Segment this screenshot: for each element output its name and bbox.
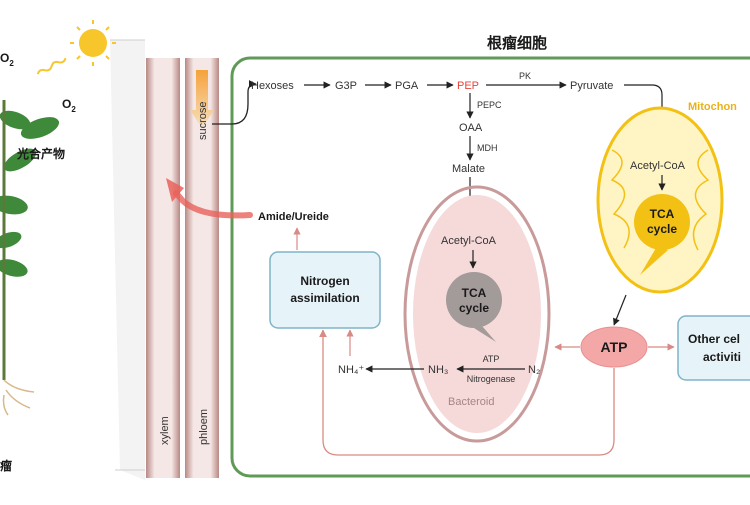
other-line1: Other cel [688, 332, 740, 346]
plant-panel: O2 O2 光合产物 瘤 [0, 20, 145, 480]
root-icon [2, 379, 35, 416]
sun-icon [70, 20, 116, 66]
mito-tca-line1: TCA [650, 207, 675, 221]
export-arrow-head [166, 178, 184, 202]
xylem-label: xylem [159, 416, 171, 445]
other-line2: activiti [703, 350, 741, 364]
xylem-vessel [146, 58, 180, 478]
nitrogen-assimilation-box: Nitrogen assimilation [269, 251, 381, 329]
phloem-label: phloem [198, 409, 210, 445]
nitrogenase-label: Nitrogenase [467, 374, 516, 384]
malate-label: Malate [452, 163, 485, 175]
page-title: 根瘤细胞 [487, 34, 547, 52]
root-nodule-label: 瘤 [0, 458, 12, 473]
pep-label: PEP [457, 80, 479, 92]
bacteroid-nh3-label: NH₃ [428, 364, 448, 376]
o2-mid-sub: 2 [71, 105, 76, 114]
sucrose-arrow-icon [190, 70, 214, 128]
o2-top-label: O [0, 51, 9, 65]
nitrogen-line2: assimilation [290, 291, 359, 305]
mito-tca-cycle-icon: TCA cycle [634, 194, 690, 275]
nh4-label: NH₄⁺ [338, 364, 364, 376]
g3p-label: G3P [335, 80, 357, 92]
mdh-label: MDH [477, 143, 498, 153]
amide-ureide-label: Amide/Ureide [258, 211, 329, 223]
sucrose-label: sucrose [197, 101, 209, 140]
pepc-label: PEPC [477, 100, 502, 110]
pk-label: PK [519, 71, 531, 81]
bacteroid-label: Bacteroid [448, 396, 494, 408]
bacteroid-atp-label: ATP [483, 354, 500, 364]
svg-text:O2: O2 [62, 97, 76, 114]
sucrose-import-arrow [212, 80, 257, 125]
bacteroid: Acetyl-CoA TCA cycle NH₃ N₂ ATP Nitrogen… [403, 185, 551, 443]
photosynthate-label: 光合产物 [16, 146, 65, 161]
atp-badge: ATP [580, 326, 648, 368]
atp-supply-loop [319, 329, 615, 456]
bacteroid-tca-cycle-icon: TCA cycle [446, 272, 502, 342]
pyruvate-to-mito-arrow [624, 84, 666, 151]
pga-label: PGA [395, 80, 419, 92]
bacteroid-tca-line2: cycle [459, 301, 489, 315]
o2-top-sub: 2 [9, 59, 14, 68]
leaf-icon [0, 110, 60, 277]
atp-label: ATP [601, 339, 628, 355]
bacteroid-tca-line1: TCA [462, 286, 487, 300]
oaa-label: OAA [459, 122, 483, 134]
export-arrow [173, 190, 253, 219]
o2-mid-label: O [62, 97, 71, 111]
hexoses-label: Hexoses [251, 80, 294, 92]
nitrogen-line1: Nitrogen [300, 274, 349, 288]
svg-text:O2: O2 [0, 51, 14, 68]
n2-label: N₂ [528, 364, 540, 376]
pyruvate-label: Pyruvate [570, 80, 613, 92]
mitochondrion: Mitochon Acetyl-CoA TCA cycle [596, 101, 737, 294]
bacteroid-acetyl-coa-label: Acetyl-CoA [441, 235, 497, 247]
mito-tca-line2: cycle [647, 222, 677, 236]
light-wave-icon [36, 57, 67, 75]
zoom-wedge [110, 40, 145, 480]
mitochondria-label: Mitochon [688, 101, 737, 113]
vessels: sucrose xylem phloem [146, 58, 219, 478]
mito-acetyl-coa-label: Acetyl-CoA [630, 160, 686, 172]
other-activities-box: Other cel activiti [677, 315, 750, 381]
